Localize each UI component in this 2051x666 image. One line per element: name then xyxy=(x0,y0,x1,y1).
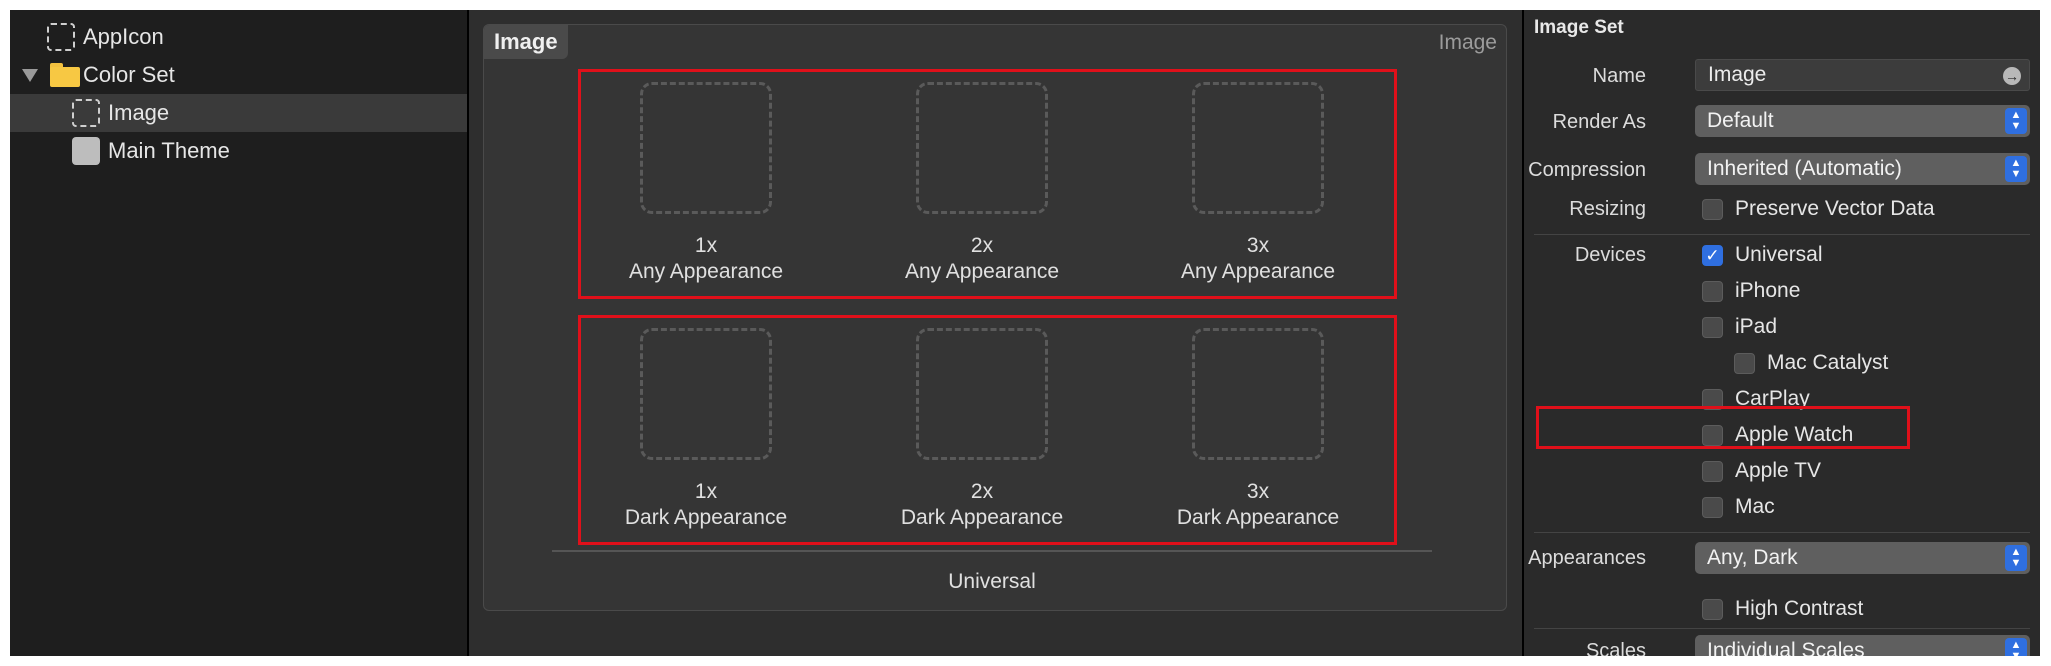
ipad-checkbox[interactable] xyxy=(1702,317,1723,338)
nav-item-label: Image xyxy=(108,100,170,125)
image-well[interactable] xyxy=(640,328,772,460)
image-slot-dark-3x[interactable]: 3x Dark Appearance xyxy=(1143,318,1373,542)
nav-item-image[interactable]: Image xyxy=(10,94,467,132)
section-separator xyxy=(1534,532,2030,533)
nav-item-label: Main Theme xyxy=(108,138,230,163)
slot-scale: 1x xyxy=(694,234,718,257)
scales-label: Scales xyxy=(1585,640,1646,656)
image-well[interactable] xyxy=(1192,328,1324,460)
mac-checkbox[interactable] xyxy=(1702,497,1723,518)
apple-tv-checkbox[interactable] xyxy=(1702,461,1723,482)
slot-appearance: Any Appearance xyxy=(1180,260,1336,283)
render-as-label: Render As xyxy=(1552,111,1646,133)
apple-watch-checkbox[interactable] xyxy=(1702,425,1723,446)
universal-checkbox[interactable]: ✓ xyxy=(1702,245,1723,266)
image-slot-dark-2x[interactable]: 2x Dark Appearance xyxy=(867,318,1097,542)
device-label: Mac Catalyst xyxy=(1767,351,1889,374)
nav-item-label: AppIcon xyxy=(83,24,164,49)
compression-popup[interactable]: Inherited (Automatic) ▲▼ xyxy=(1695,153,2030,185)
image-well[interactable] xyxy=(916,82,1048,214)
slot-scale: 2x xyxy=(970,234,994,257)
scales-popup[interactable]: Individual Scales ▲▼ xyxy=(1695,635,2030,656)
device-group-label: Universal xyxy=(948,570,1036,593)
image-well[interactable] xyxy=(640,82,772,214)
mac-catalyst-checkbox[interactable] xyxy=(1734,353,1755,374)
go-arrow-icon[interactable]: → xyxy=(2003,67,2021,85)
appearances-value: Any, Dark xyxy=(1707,546,1798,569)
dark-appearance-row: 1x Dark Appearance 2x Dark Appearance 3x… xyxy=(578,315,1397,545)
split-divider[interactable] xyxy=(467,10,469,656)
slot-appearance: Any Appearance xyxy=(628,260,784,283)
nav-item-color-set[interactable]: Color Set xyxy=(10,56,467,94)
carplay-checkbox[interactable] xyxy=(1702,389,1723,410)
high-contrast-checkbox[interactable] xyxy=(1702,599,1723,620)
popup-chevron-icon: ▲▼ xyxy=(2005,638,2027,656)
nav-item-appicon[interactable]: AppIcon xyxy=(10,18,467,56)
image-set-panel: Image Image 1x Any Appearance 2x Any App… xyxy=(483,24,1507,611)
preserve-vector-label: Preserve Vector Data xyxy=(1735,197,1935,220)
any-appearance-row: 1x Any Appearance 2x Any Appearance 3x A… xyxy=(578,69,1397,299)
popup-chevron-icon: ▲▼ xyxy=(2005,108,2027,134)
asset-editor: Image Image 1x Any Appearance 2x Any App… xyxy=(469,10,1522,656)
dashed-image-icon xyxy=(47,23,75,51)
image-well[interactable] xyxy=(1192,82,1324,214)
section-separator xyxy=(1534,234,2030,235)
high-contrast-label: High Contrast xyxy=(1735,597,1864,620)
device-label: CarPlay xyxy=(1735,387,1810,410)
device-label: Apple Watch xyxy=(1735,423,1854,446)
device-label: Universal xyxy=(1735,243,1823,266)
render-as-value: Default xyxy=(1707,109,1774,132)
appearances-label: Appearances xyxy=(1528,547,1646,569)
image-slot-any-2x[interactable]: 2x Any Appearance xyxy=(867,72,1097,296)
folder-icon xyxy=(50,63,80,87)
image-well[interactable] xyxy=(916,328,1048,460)
attributes-inspector: Image Set Name Image → Render As Default… xyxy=(1524,10,2040,656)
section-separator xyxy=(1534,628,2030,629)
slot-appearance: Dark Appearance xyxy=(624,506,788,529)
scales-value: Individual Scales xyxy=(1707,639,1865,656)
slot-scale: 3x xyxy=(1246,234,1270,257)
popup-chevron-icon: ▲▼ xyxy=(2005,156,2027,182)
image-slot-dark-1x[interactable]: 1x Dark Appearance xyxy=(591,318,821,542)
asset-navigator: AppIcon Color Set Image Main Theme xyxy=(10,10,467,656)
dashed-image-icon xyxy=(72,99,100,127)
color-swatch-icon xyxy=(72,137,100,165)
device-label: Mac xyxy=(1735,495,1775,518)
name-field[interactable]: Image → xyxy=(1695,59,2030,91)
popup-chevron-icon: ▲▼ xyxy=(2005,545,2027,571)
resizing-label: Resizing xyxy=(1569,198,1646,220)
nav-item-label: Color Set xyxy=(83,62,175,87)
iphone-checkbox[interactable] xyxy=(1702,281,1723,302)
slot-appearance: Any Appearance xyxy=(904,260,1060,283)
disclosure-triangle-icon[interactable] xyxy=(22,69,38,82)
render-as-popup[interactable]: Default ▲▼ xyxy=(1695,105,2030,137)
device-label: iPad xyxy=(1735,315,1778,338)
name-label: Name xyxy=(1592,65,1646,87)
device-label: iPhone xyxy=(1735,279,1801,302)
image-slot-any-1x[interactable]: 1x Any Appearance xyxy=(591,72,821,296)
preserve-vector-checkbox[interactable] xyxy=(1702,199,1723,220)
name-value: Image xyxy=(1708,63,1767,86)
appearances-highlight xyxy=(1536,406,1910,449)
appearances-popup[interactable]: Any, Dark ▲▼ xyxy=(1695,542,2030,574)
slot-appearance: Dark Appearance xyxy=(1176,506,1340,529)
slot-appearance: Dark Appearance xyxy=(900,506,1064,529)
image-set-label: Image xyxy=(1438,31,1497,54)
xcode-window: AppIcon Color Set Image Main Theme Image… xyxy=(10,10,2040,656)
image-set-title[interactable]: Image xyxy=(484,25,568,59)
device-label: Apple TV xyxy=(1735,459,1821,482)
compression-label: Compression xyxy=(1528,159,1646,181)
split-divider[interactable] xyxy=(1522,10,1524,656)
compression-value: Inherited (Automatic) xyxy=(1707,157,1902,180)
devices-label: Devices xyxy=(1574,244,1646,266)
image-slot-any-3x[interactable]: 3x Any Appearance xyxy=(1143,72,1373,296)
nav-item-main-theme[interactable]: Main Theme xyxy=(10,132,467,170)
slot-scale: 2x xyxy=(970,480,994,503)
slot-scale: 3x xyxy=(1246,480,1270,503)
device-group-divider xyxy=(552,550,1432,552)
slot-scale: 1x xyxy=(694,480,718,503)
inspector-title: Image Set xyxy=(1534,17,1624,38)
